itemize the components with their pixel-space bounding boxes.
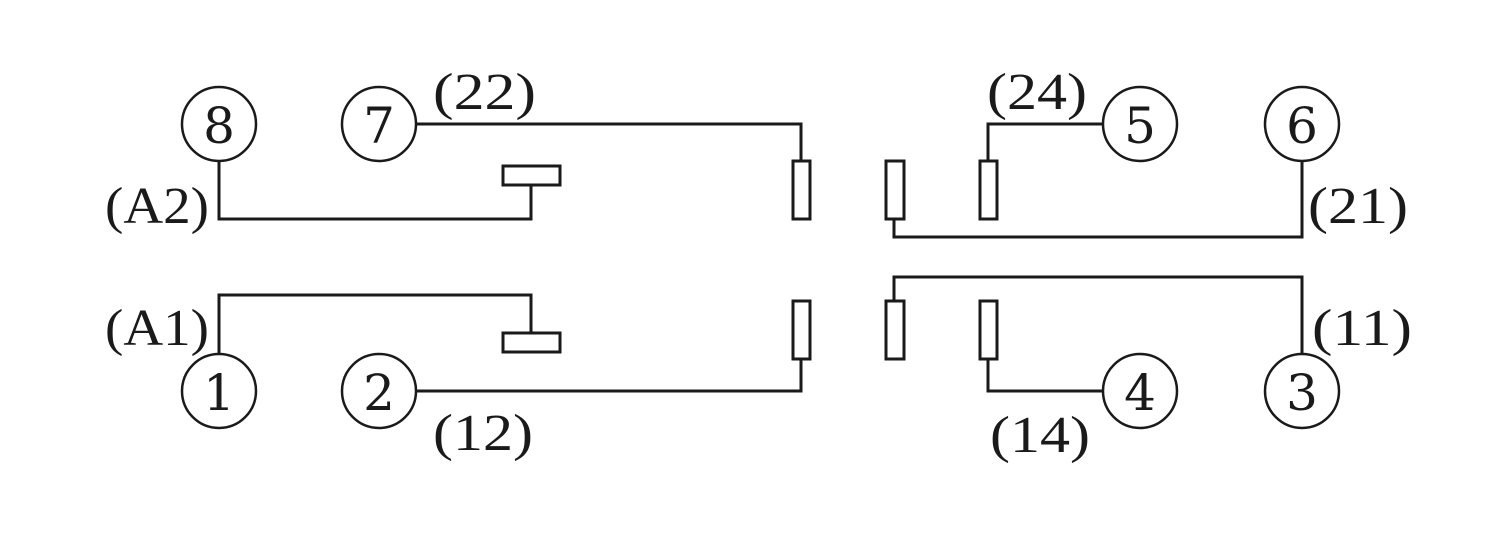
wire-terminal-5-to-no-contact	[986, 122, 1105, 163]
contact-1-nc	[791, 299, 812, 361]
terminal-circle	[340, 85, 418, 163]
pin-label-21: (21)	[1308, 178, 1408, 235]
terminal-2: 2	[340, 352, 418, 430]
wire-terminal-4-to-no-contact	[986, 357, 1105, 393]
terminal-number: 4	[1124, 364, 1156, 422]
wire-terminal-2-to-nc-contact	[414, 357, 803, 393]
terminal-circle	[1263, 85, 1341, 163]
wire-terminal-3-to-common-contact	[892, 275, 1304, 356]
terminal-1: 1	[180, 352, 258, 430]
terminal-circle	[180, 85, 258, 163]
contact-2-nc	[791, 159, 812, 221]
terminal-number: 3	[1286, 364, 1318, 422]
terminal-5: 5	[1101, 85, 1179, 163]
wire-terminal-7-to-nc-contact	[414, 122, 803, 163]
pin-label-12: (12)	[433, 405, 533, 462]
pin-label-14: (14)	[990, 407, 1090, 464]
coil-lower	[501, 331, 562, 354]
terminal-7: 7	[340, 85, 418, 163]
pin-label-a1: (A1)	[105, 300, 209, 357]
terminal-8: 8	[180, 85, 258, 163]
terminal-circle	[340, 352, 418, 430]
contact-2-no	[978, 159, 999, 221]
terminal-4: 4	[1101, 352, 1179, 430]
terminal-circle	[1263, 352, 1341, 430]
terminal-circle	[1101, 352, 1179, 430]
terminal-circle	[180, 352, 258, 430]
wire-terminal-8-to-coil	[217, 159, 533, 221]
contact-1-no	[978, 299, 999, 361]
contact-2-common	[884, 159, 906, 221]
terminal-3: 3	[1263, 352, 1341, 430]
pin-label-a2: (A2)	[105, 178, 209, 235]
terminal-number: 8	[203, 97, 235, 155]
coil-upper	[501, 164, 562, 187]
terminal-number: 1	[203, 364, 235, 422]
terminal-number: 7	[363, 97, 395, 155]
terminal-number: 5	[1124, 97, 1156, 155]
terminal-number: 2	[363, 364, 395, 422]
wire-terminal-6-to-common-contact	[892, 159, 1304, 239]
pin-label-24: (24)	[987, 64, 1087, 121]
terminal-number: 6	[1286, 97, 1318, 155]
wire-terminal-1-to-coil	[217, 293, 533, 356]
contact-1-common	[884, 299, 906, 361]
pin-label-11: (11)	[1312, 300, 1412, 357]
pin-label-22: (22)	[433, 64, 536, 121]
terminal-circle	[1101, 85, 1179, 163]
terminal-6: 6	[1263, 85, 1341, 163]
